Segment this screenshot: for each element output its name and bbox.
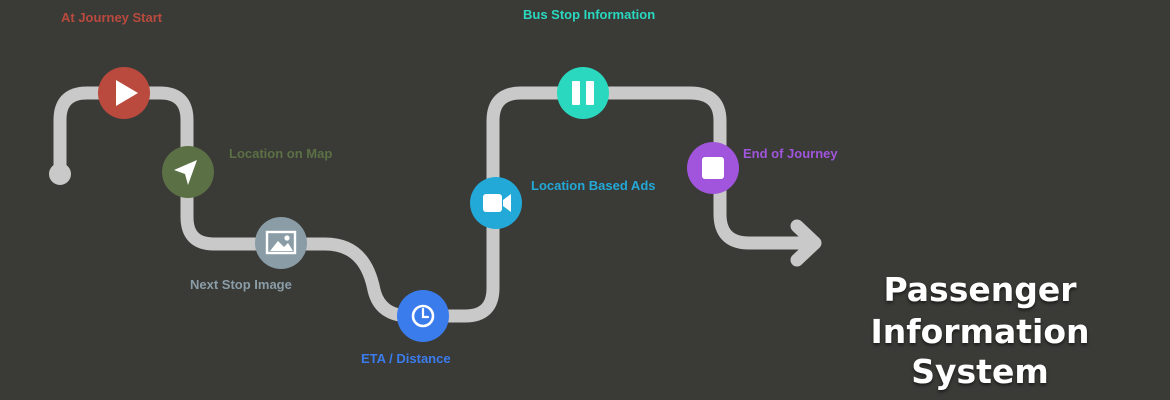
node-bus-stop-information[interactable]	[557, 67, 609, 119]
node-end-of-journey[interactable]	[687, 142, 739, 194]
node-location-based-ads[interactable]	[470, 177, 522, 229]
node-circle	[255, 217, 307, 269]
label-bus-stop-information: Bus Stop Information	[523, 7, 656, 22]
stop-icon	[702, 157, 724, 179]
label-location-based-ads: Location Based Ads	[531, 178, 656, 193]
pause-icon	[572, 81, 594, 105]
node-journey-start[interactable]	[98, 67, 150, 119]
label-journey-start: At Journey Start	[61, 10, 163, 25]
node-location-on-map[interactable]	[162, 146, 214, 198]
node-next-stop-image[interactable]	[255, 217, 307, 269]
video-camera-icon	[483, 194, 511, 212]
label-next-stop-image: Next Stop Image	[190, 277, 292, 292]
node-eta-distance[interactable]	[397, 290, 449, 342]
journey-path	[53, 86, 807, 323]
play-icon	[116, 80, 138, 106]
page-title-line-1: Passenger	[883, 270, 1077, 309]
label-end-of-journey: End of Journey	[743, 146, 838, 161]
label-eta-distance: ETA / Distance	[361, 351, 451, 366]
node-circle	[557, 67, 609, 119]
arrow-head-icon	[790, 219, 822, 267]
navigation-arrow-icon	[174, 160, 197, 185]
clock-icon	[411, 304, 435, 328]
image-icon	[265, 230, 297, 255]
label-location-on-map: Location on Map	[229, 146, 333, 161]
page-title-line-2: Information System	[870, 312, 1090, 391]
path-start-dot	[49, 163, 71, 185]
